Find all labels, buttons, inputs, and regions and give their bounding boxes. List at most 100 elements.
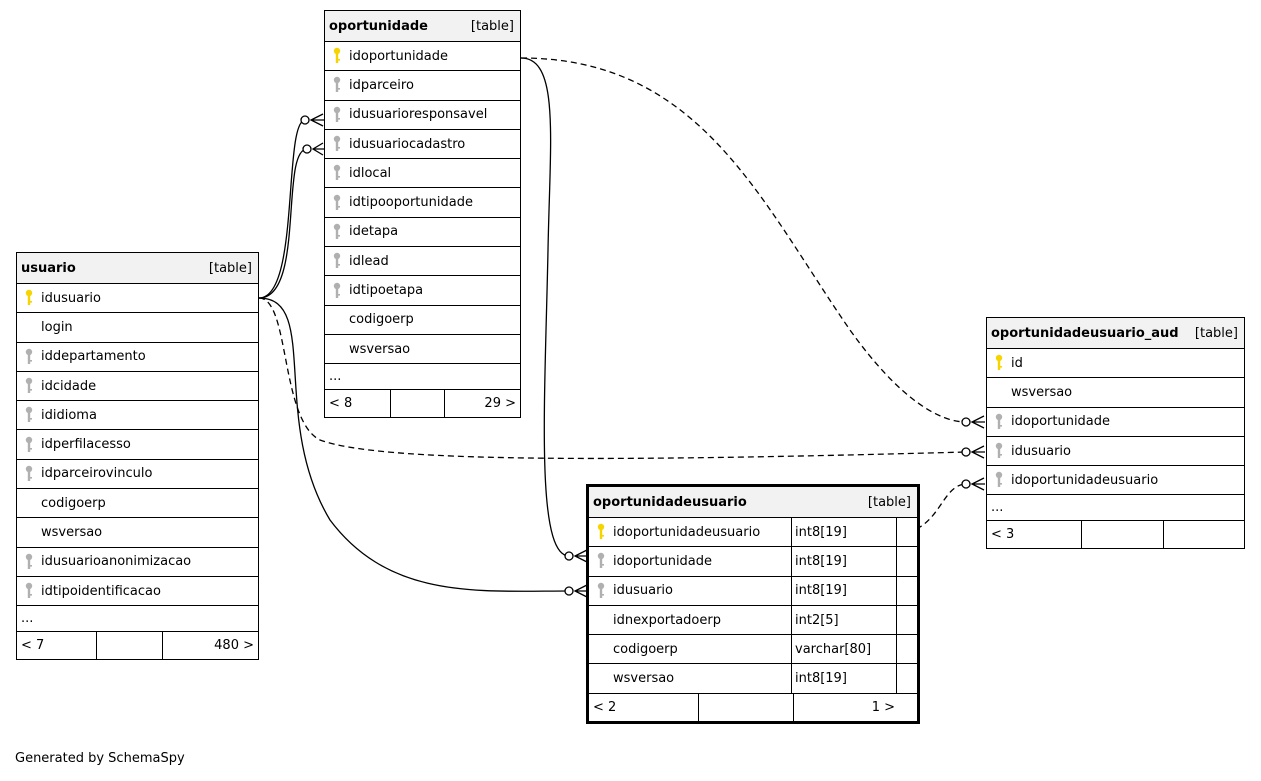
no-key-spacer — [595, 670, 607, 688]
column-name: idoportunidade — [1011, 414, 1111, 430]
more-columns[interactable]: ... — [325, 364, 520, 391]
column-row[interactable]: id — [987, 349, 1244, 379]
column-row[interactable]: wsversao — [987, 378, 1244, 408]
table-oportunidadeusuario[interactable]: oportunidadeusuario [table] idoportunida… — [586, 484, 920, 724]
foreign-key-icon — [25, 553, 33, 569]
parents-count[interactable]: < 8 — [325, 390, 391, 418]
table-name: oportunidade — [329, 18, 428, 34]
column-row[interactable]: idoportunidadeusuario — [987, 466, 1244, 496]
column-row[interactable]: idusuario — [987, 437, 1244, 467]
column-row[interactable]: idoportunidade int8[19] — [589, 547, 917, 577]
column-name: wsversao — [41, 525, 103, 541]
column-row[interactable]: idoportunidade — [987, 408, 1244, 437]
column-row[interactable]: idparceirovinculo — [17, 460, 258, 490]
column-row[interactable]: login — [17, 313, 258, 343]
children-count[interactable]: 480 > — [214, 638, 254, 654]
table-type: [table] — [1194, 325, 1238, 341]
foreign-key-icon — [333, 223, 341, 239]
foreign-key-icon — [597, 582, 605, 598]
column-row[interactable]: idetapa — [325, 218, 520, 248]
column-row[interactable]: wsversao — [17, 518, 258, 548]
column-row[interactable]: idcidade — [17, 372, 258, 402]
table-usuario[interactable]: usuario [table] idusuario login iddepartam… — [16, 252, 259, 661]
column-row[interactable]: codigoerp — [17, 489, 258, 519]
column-name: id — [1011, 355, 1023, 371]
column-row[interactable]: idlead — [325, 247, 520, 277]
foreign-key-icon — [25, 465, 33, 481]
children-count[interactable] — [1164, 521, 1244, 548]
foreign-key-icon — [25, 377, 33, 394]
column-datatype: int8[19] — [791, 547, 897, 576]
column-row[interactable]: idparceiro — [325, 71, 520, 101]
column-name: login — [41, 319, 73, 335]
column-row[interactable]: iddepartamento — [17, 343, 258, 372]
no-key-spacer — [331, 311, 343, 329]
children-count[interactable]: 29 > — [484, 396, 516, 412]
more-columns[interactable]: ... — [987, 495, 1244, 522]
column-row[interactable]: idperfilacesso — [17, 430, 258, 460]
table-header: usuario [table] — [17, 253, 258, 284]
table-name: usuario — [21, 260, 76, 276]
link-oportunidade-oportunidadeusuario — [520, 57, 570, 557]
no-key-spacer — [23, 524, 35, 542]
link-oportunidade-aud — [520, 57, 967, 423]
crowfoot-circle — [564, 551, 574, 561]
crowfoot-circle — [300, 115, 310, 125]
crowfoot-icon — [970, 477, 985, 491]
column-row[interactable]: idusuarioanonimizacao — [17, 548, 258, 577]
link-usuario-oportunidadeusuario — [258, 297, 570, 592]
parents-count[interactable]: < 2 — [589, 693, 699, 721]
parents-count[interactable]: < 3 — [987, 521, 1082, 549]
foreign-key-icon — [25, 436, 33, 452]
crowfoot-icon — [309, 113, 324, 127]
foreign-key-icon — [597, 553, 605, 569]
column-row[interactable]: idusuarioresponsavel — [325, 101, 520, 130]
column-name: idusuario — [613, 583, 673, 599]
foreign-key-icon — [333, 77, 341, 93]
column-name: iddepartamento — [41, 349, 146, 365]
no-key-spacer — [595, 640, 607, 658]
no-key-spacer — [595, 611, 607, 629]
crowfoot-circle — [961, 479, 971, 489]
parents-count[interactable]: < 7 — [17, 632, 97, 660]
column-row[interactable]: wsversao — [325, 335, 520, 365]
column-name: idoportunidade — [613, 553, 713, 569]
foreign-key-icon — [995, 472, 1003, 488]
column-row[interactable]: idoportunidade — [325, 42, 520, 72]
foreign-key-icon — [25, 348, 33, 364]
crowfoot-icon — [311, 142, 324, 156]
children-count[interactable]: 1 > — [871, 699, 895, 715]
column-row[interactable]: codigoerp — [325, 306, 520, 335]
column-name: codigoerp — [613, 641, 678, 657]
column-row[interactable]: idlocal — [325, 159, 520, 189]
crowfoot-circle — [564, 586, 574, 596]
column-row[interactable]: idtipoidentificacao — [17, 577, 258, 607]
more-columns[interactable]: ... — [17, 606, 258, 633]
column-row[interactable]: idtipoetapa — [325, 276, 520, 306]
foreign-key-icon — [25, 407, 33, 423]
column-name: idparceirovinculo — [41, 466, 153, 482]
column-row[interactable]: idusuariocadastro — [325, 130, 520, 160]
link-usuario-oportunidade-cadastro — [258, 148, 308, 299]
footer-middle — [391, 390, 445, 418]
link-usuario-oportunidade-responsavel — [258, 119, 306, 299]
foreign-key-icon — [333, 253, 341, 269]
column-name: idtipoidentificacao — [41, 583, 161, 599]
column-row[interactable]: idusuario — [17, 284, 258, 314]
column-row[interactable]: idtipooportunidade — [325, 188, 520, 218]
column-name: idtipooportunidade — [349, 195, 473, 211]
column-name: idusuarioanonimizacao — [41, 554, 192, 570]
foreign-key-icon — [25, 582, 33, 599]
primary-key-icon — [995, 354, 1003, 371]
column-row[interactable]: ididioma — [17, 401, 258, 431]
link-usuario-aud — [258, 297, 967, 460]
